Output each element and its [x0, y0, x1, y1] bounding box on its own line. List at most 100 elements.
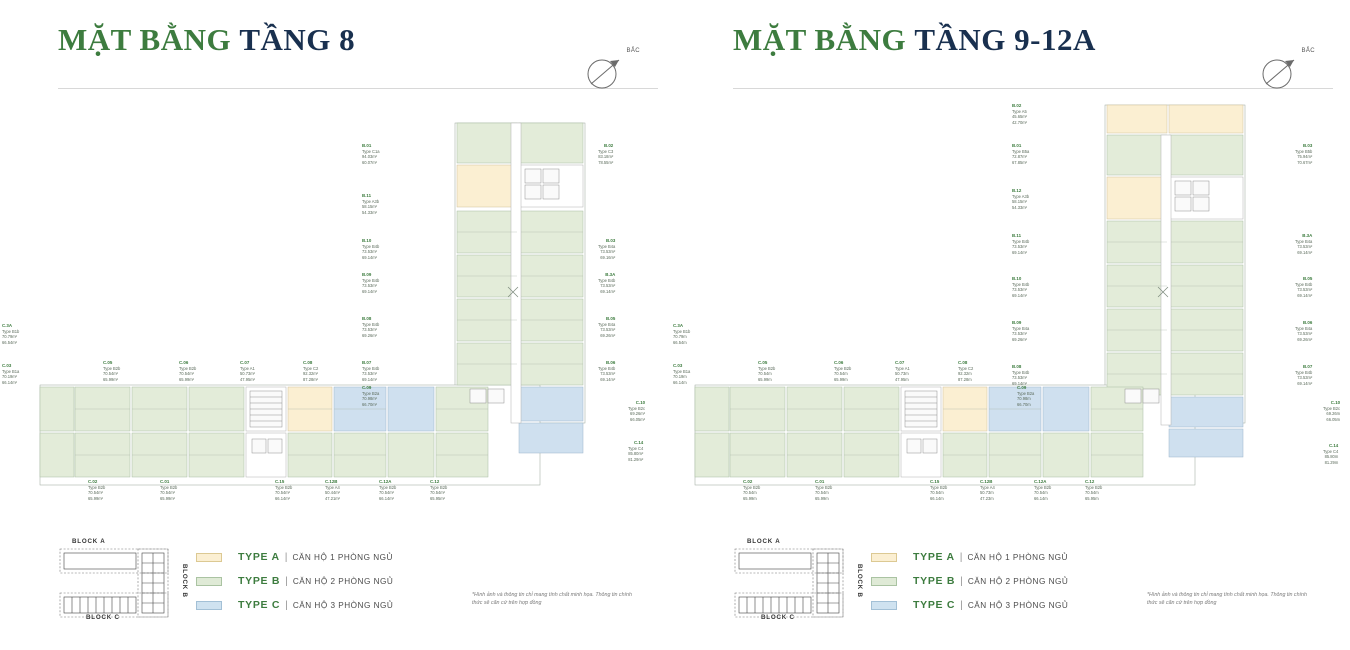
legend-type-label: TYPE A — [913, 551, 955, 563]
unit-label: C.10 Type B2c 69.26m² 66.05m² — [628, 400, 646, 422]
disclaimer: *Hình ảnh và thông tin chỉ mang tính chấ… — [472, 592, 632, 606]
compass-label: BẮC — [1301, 48, 1315, 54]
block-key-diagram: BLOCK A BLOCK C BLOCK B — [733, 538, 863, 622]
unit-label: C.06 Type B2b 70.54m² 65.99m² — [179, 360, 197, 382]
legend-type-label: TYPE C — [913, 599, 956, 611]
unit-label: C.03 Type B1a 70.19m² 66.14m² — [2, 363, 20, 385]
unit-label: B.03 Type B5b 75.94m² 70.67m² — [1295, 143, 1313, 165]
unit-label: B.06 Type B4b 73.53m² 69.14m² — [598, 360, 616, 382]
block-key-label-a: BLOCK A — [72, 538, 106, 545]
unit-label: C.12 Type B2b 70.54m² 65.95m² — [430, 479, 448, 501]
legend-separator: | — [959, 551, 963, 563]
unit-label: C.05 Type B2b 70.54m² 65.99m² — [103, 360, 121, 382]
unit-label: B.02 Type A5 45.65m² 42.70m² — [1012, 103, 1028, 125]
legend: TYPE A | CĂN HỘ 1 PHÒNG NGỦ TYPE B | CĂN… — [871, 545, 1068, 617]
unit-label: B.05 Type B4b 73.53m² 69.14m² — [1295, 276, 1313, 298]
unit-label: B.08 Type B4b 73.53m² 69.14m² — [1012, 364, 1030, 386]
legend-description: CĂN HỘ 1 PHÒNG NGỦ — [292, 552, 393, 562]
unit-label: C.07 Type A1 50.73m² 47.95m² — [240, 360, 256, 382]
legend-description: CĂN HỘ 1 PHÒNG NGỦ — [967, 552, 1068, 562]
unit-label: C.12 Type B2b 70.54m 65.95m — [1085, 479, 1103, 501]
unit-label: C.15 Type B2b 70.54m² 66.14m² — [275, 479, 293, 501]
legend: TYPE A | CĂN HỘ 1 PHÒNG NGỦ TYPE B | CĂN… — [196, 545, 393, 617]
unit-label: C.02 Type B2b 70.54m 65.99m — [743, 479, 761, 501]
unit-label: C.09 Type B2a 70.98m² 66.70m² — [362, 385, 380, 407]
disclaimer: *Hình ảnh và thông tin chỉ mang tính chấ… — [1147, 592, 1307, 606]
floor-plan-panel-tang-8: MẶT BẰNG TẦNG 8 BẮC — [0, 22, 675, 621]
unit-label: C.02 Type B2b 70.54m² 65.99m² — [88, 479, 106, 501]
legend-type-label: TYPE A — [238, 551, 280, 563]
unit-label: B.3A Type B4b 73.53m² 69.14m² — [598, 272, 616, 294]
unit-label: C.06 Type B2b 70.54m 65.99m — [834, 360, 852, 382]
legend-row-type-a: TYPE A | CĂN HỘ 1 PHÒNG NGỦ — [871, 545, 1068, 569]
unit-label: B.07 Type B4b 73.53m² 69.14m² — [1295, 364, 1313, 386]
section-marker — [507, 286, 519, 298]
lift-core — [1124, 180, 1210, 404]
unit-label: C.3A Type B1b 70.79m² 66.54m² — [2, 323, 20, 345]
floor-plan-drawing: C.3A Type B1b 70.79m² 66.54m² C.03 Type … — [0, 95, 675, 525]
unit-label: C.01 Type B2b 70.54m 65.99m — [815, 479, 833, 501]
legend-description: CĂN HỘ 3 PHÒNG NGỦ — [292, 600, 394, 610]
legend-description: CĂN HỘ 2 PHÒNG NGỦ — [967, 576, 1069, 586]
title-suffix: TẦNG 9-12A — [914, 22, 1096, 57]
title-prefix: MẶT BẰNG — [733, 22, 907, 57]
unit-label: C.14 Type C4 85.80m² 81.29m² — [628, 440, 644, 462]
unit-label: B.08 Type B4b 73.53m² 69.26m² — [362, 316, 380, 338]
unit-label: B.10 Type B4b 73.53m² 69.14m² — [362, 238, 380, 260]
unit-label: C.10 Type B2c 69.26m 66.05m — [1323, 400, 1341, 422]
block-key-label-c: BLOCK C — [761, 614, 795, 621]
legend-separator: | — [960, 599, 963, 611]
unit-label: B.01 Type B5a 72.87m² 67.85m² — [1012, 143, 1030, 165]
title-prefix: MẶT BẰNG — [58, 22, 232, 57]
legend-separator: | — [284, 551, 288, 563]
block-key-label-c: BLOCK C — [86, 614, 120, 621]
block-key-label-a: BLOCK A — [747, 538, 781, 545]
compass-label: BẮC — [626, 48, 640, 54]
legend-swatch-type-c — [871, 600, 897, 610]
header-divider — [733, 88, 1333, 89]
unit-label: B.10 Type B4b 73.53m² 69.14m² — [1012, 276, 1030, 298]
legend-swatch-type-b — [871, 576, 897, 586]
legend-row-type-a: TYPE A | CĂN HỘ 1 PHÒNG NGỦ — [196, 545, 393, 569]
unit-label: C.15 Type B2b 70.54m 66.14m — [930, 479, 948, 501]
unit-label: C.08 Type C2 92.32m 87.28m — [958, 360, 974, 382]
plan-linework — [39, 122, 586, 486]
header-divider — [58, 88, 658, 89]
unit-label: B.11 Type A3b 58.15m² 54.33m² — [362, 193, 380, 215]
unit-label: C.12B Type A4 50.73m 47.23m — [980, 479, 995, 501]
unit-label: B.11 Type B4b 73.53m² 69.14m² — [1012, 233, 1030, 255]
compass-north-arrow-icon: BẮC — [1257, 48, 1315, 92]
lift-core — [469, 168, 560, 404]
page-title: MẶT BẰNG TẦNG 9-12A — [733, 22, 1333, 58]
title-suffix: TẦNG 8 — [239, 22, 356, 57]
unit-label: C.12A Type B2b 70.54m 66.14m — [1034, 479, 1052, 501]
unit-label: C.3A Type B1b 70.79m 66.54m — [673, 323, 691, 345]
legend-row-type-c: TYPE C | CĂN HỘ 3 PHÒNG NGỦ — [871, 593, 1068, 617]
page-title: MẶT BẰNG TẦNG 8 — [58, 22, 658, 58]
block-key-label-b: BLOCK B — [856, 564, 863, 598]
unit-label: C.03 Type B1a 70.19m 66.14m — [673, 363, 691, 385]
stair-core — [249, 390, 283, 454]
legend-type-label: TYPE C — [238, 599, 281, 611]
unit-label: C.01 Type B2b 70.54m² 65.99m² — [160, 479, 178, 501]
unit-label: C.08 Type C2 92.32m² 87.28m² — [303, 360, 319, 382]
legend-separator: | — [960, 575, 963, 587]
legend-row-type-b: TYPE B | CĂN HỘ 2 PHÒNG NGỦ — [196, 569, 393, 593]
stair-core — [904, 390, 938, 454]
legend-description: CĂN HỘ 2 PHÒNG NGỦ — [292, 576, 394, 586]
unit-label: B.06 Type B4a 73.53m² 69.26m² — [1295, 320, 1313, 342]
block-key-label-b: BLOCK B — [181, 564, 188, 598]
floor-plan-panel-tang-9-12a: MẶT BẰNG TẦNG 9-12A BẮC — [673, 0, 1350, 650]
unit-label: B.05 Type B4a 73.53m² 69.26m² — [598, 316, 616, 338]
legend-separator: | — [285, 599, 288, 611]
plan-linework — [694, 104, 1246, 486]
unit-label: C.12B Type A4 50.44m² 47.21m² — [325, 479, 341, 501]
unit-label: B.03 Type B4a 73.53m² 69.16m² — [598, 238, 616, 260]
legend-swatch-type-a — [871, 552, 897, 562]
legend-swatch-type-b — [196, 576, 222, 586]
legend-swatch-type-c — [196, 600, 222, 610]
legend-separator: | — [285, 575, 288, 587]
legend-type-label: TYPE B — [238, 575, 281, 587]
unit-label: C.05 Type B2b 70.54m 65.99m — [758, 360, 776, 382]
